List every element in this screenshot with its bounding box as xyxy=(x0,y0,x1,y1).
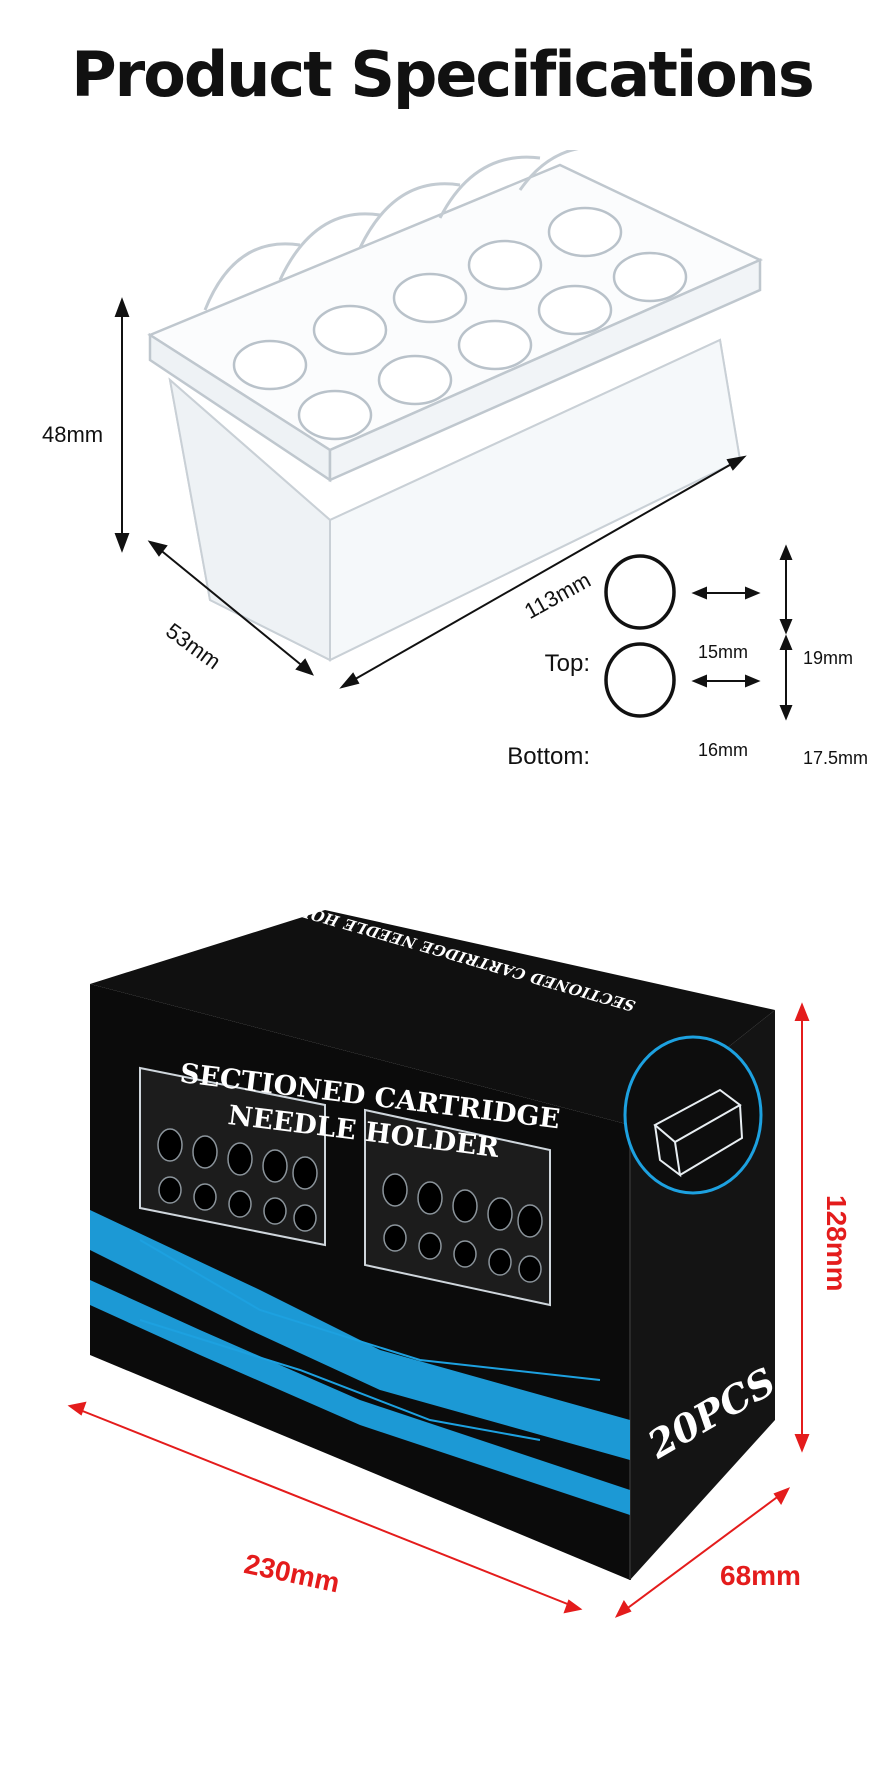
box-blue-stripes xyxy=(90,1210,630,1515)
box-tray-image-left xyxy=(139,1066,326,1247)
box-height-label: 128mm xyxy=(821,1195,852,1292)
holder-holes xyxy=(232,206,688,441)
bottom-hole-diameter: 16mm xyxy=(698,740,749,760)
bottom-hole-depth: 17.5mm xyxy=(803,748,869,768)
hole-diagrams xyxy=(604,554,676,718)
box-depth-label: 68mm xyxy=(720,1560,801,1591)
box-side-product-icon xyxy=(653,1088,744,1178)
holder-arches xyxy=(203,150,580,311)
box-circuit-lines xyxy=(139,1239,601,1441)
top-hole-label: Top: xyxy=(544,650,590,677)
box-top-face xyxy=(90,910,775,1125)
box-dimension-arrows xyxy=(67,1002,810,1618)
hole-arrows xyxy=(691,544,793,721)
holder-height-label: 48mm xyxy=(42,422,104,447)
holder-illustration xyxy=(114,150,793,721)
top-hole-diameter: 15mm xyxy=(698,642,749,662)
packaging-box xyxy=(67,910,810,1618)
holder-body xyxy=(168,338,742,662)
holder-dimension-arrows xyxy=(114,297,747,689)
page-title: Product Specifications xyxy=(71,38,815,111)
bottom-hole-label: Bottom: xyxy=(507,743,590,770)
top-hole-depth: 19mm xyxy=(803,648,854,668)
box-tray-image-right xyxy=(364,1108,551,1307)
